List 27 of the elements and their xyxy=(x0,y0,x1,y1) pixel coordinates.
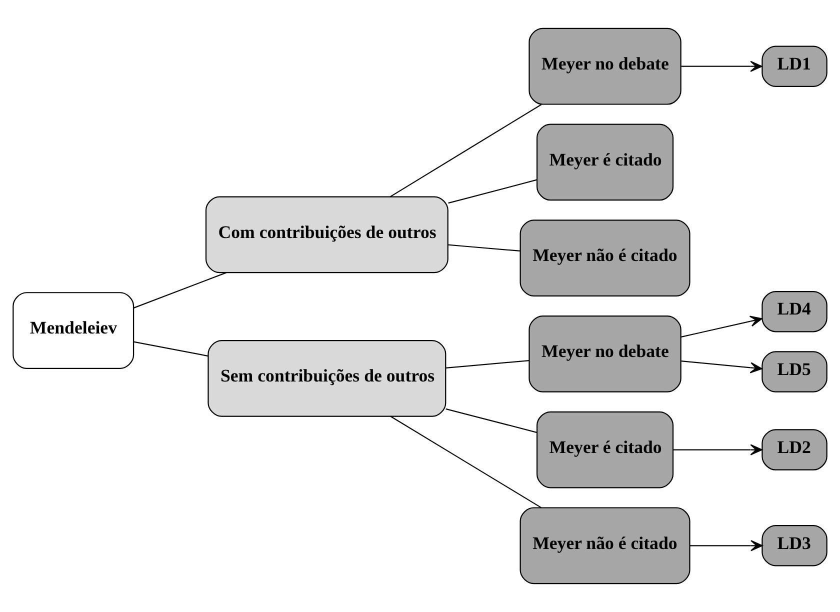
connector xyxy=(446,360,530,369)
arrow xyxy=(681,60,762,72)
node-box: LD3 xyxy=(762,525,828,566)
node-box: Sem contribuições de outros xyxy=(208,340,446,417)
connector xyxy=(448,244,520,252)
node-box: Meyer no debate xyxy=(528,315,682,392)
connector xyxy=(134,272,226,308)
node-box: LD4 xyxy=(762,290,828,332)
connector xyxy=(390,416,542,508)
connector xyxy=(134,341,208,357)
arrow xyxy=(673,444,762,456)
node-box: Meyer é citado xyxy=(536,411,674,488)
node-box: Meyer no debate xyxy=(528,28,682,105)
connector xyxy=(448,179,537,204)
node-box: LD2 xyxy=(762,429,828,470)
node-box: LD1 xyxy=(762,46,828,87)
node-box: Meyer não é citado xyxy=(520,507,690,584)
arrow xyxy=(681,316,762,338)
connector xyxy=(446,408,537,433)
arrow xyxy=(681,360,762,374)
node-box: LD5 xyxy=(762,351,828,392)
node-box: Meyer não é citado xyxy=(520,220,690,297)
connector xyxy=(390,104,542,198)
node-box: Com contribuições de outros xyxy=(205,196,448,274)
node-box: Mendeleiev xyxy=(12,292,134,369)
arrow xyxy=(690,540,763,552)
node-box: Meyer é citado xyxy=(536,124,674,201)
